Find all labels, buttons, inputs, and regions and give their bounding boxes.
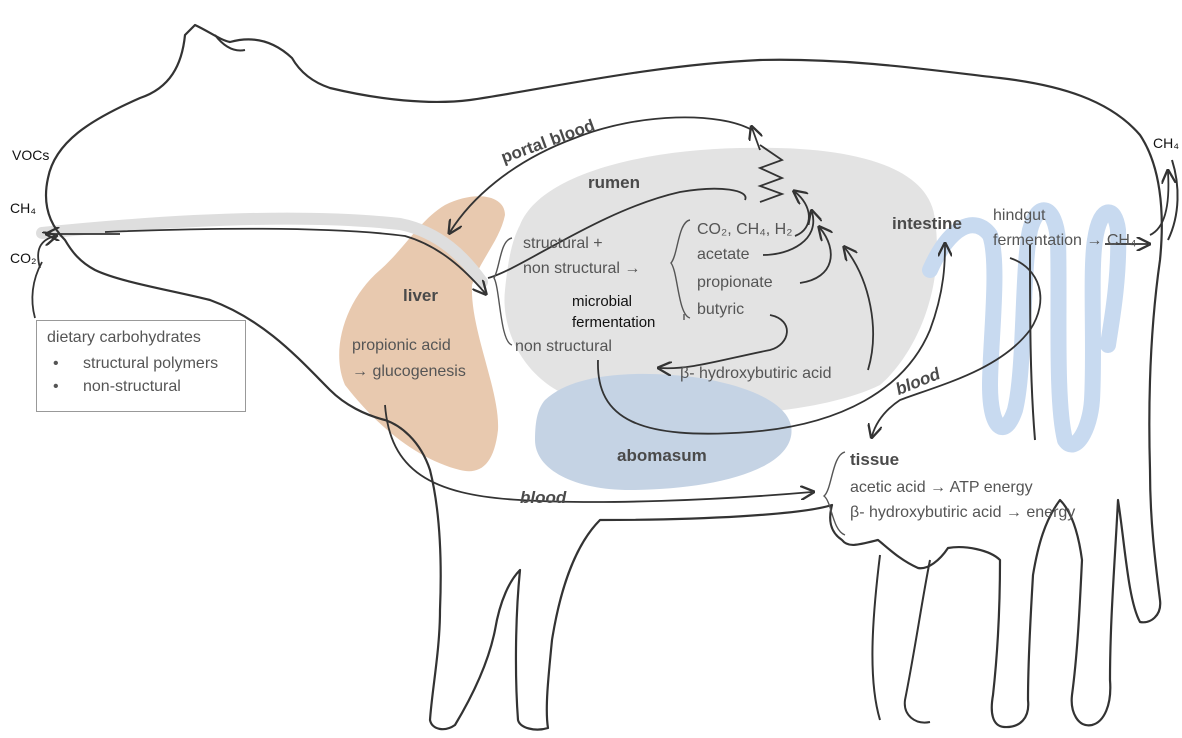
diet-item-non-structural: non-structural — [47, 375, 245, 398]
fermentation-label: fermentation — [572, 313, 655, 332]
cow-leg-line-2 — [905, 560, 930, 723]
acetate-label: acetate — [697, 245, 749, 264]
tissue-beta-label: β- hydroxybutiric acid → energy — [850, 503, 1075, 522]
microbial-label: microbial — [572, 292, 632, 311]
propionic-acid-label: propionic acid — [352, 336, 451, 355]
co2-left-label: CO₂ — [10, 249, 36, 268]
ch4-left-label: CH₄ — [10, 199, 36, 218]
liver-region — [339, 196, 505, 471]
diet-box-title: dietary carbohydrates — [47, 328, 245, 348]
non-structural-arrow-label: non structural → — [523, 259, 640, 278]
diet-box-list: structural polymers non-structural — [47, 352, 245, 398]
arrow-ch4-right — [1150, 172, 1168, 235]
rumen-label: rumen — [588, 173, 640, 192]
tissue-acetic-label: acetic acid → ATP energy — [850, 478, 1033, 497]
gases-label: CO₂, CH₄, H₂ — [697, 220, 792, 239]
ch4-right-label: CH₄ — [1153, 134, 1179, 153]
glucogenesis-label: → glucogenesis — [352, 362, 466, 381]
cow-leg-line-3 — [872, 555, 880, 720]
arrow-zigzag-up — [752, 128, 760, 150]
abomasum-label: abomasum — [617, 446, 707, 465]
hindgut-fermentation-label: fermentation → CH₄ — [993, 231, 1136, 250]
beta-hydroxybutiric-rumen-label: β- hydroxybutiric acid — [680, 364, 831, 383]
hindgut-label: hindgut — [993, 206, 1046, 225]
cow-horn-right — [1168, 160, 1178, 240]
diet-item-structural: structural polymers — [47, 352, 245, 375]
brace-tissue — [824, 452, 845, 535]
non-structural-label: non structural — [515, 337, 612, 356]
structural-label: structural + — [523, 234, 603, 253]
butyric-label: butyric — [697, 300, 744, 319]
tissue-label: tissue — [850, 450, 899, 469]
intestine-label: intestine — [892, 214, 962, 233]
arrow-diet-in — [32, 262, 42, 318]
propionate-label: propionate — [697, 273, 773, 292]
dietary-carbohydrates-box: dietary carbohydrates structural polymer… — [36, 320, 246, 412]
vocs-label: VOCs — [12, 146, 49, 165]
liver-label: liver — [403, 286, 438, 305]
blood-bottom-label: blood — [520, 488, 566, 507]
